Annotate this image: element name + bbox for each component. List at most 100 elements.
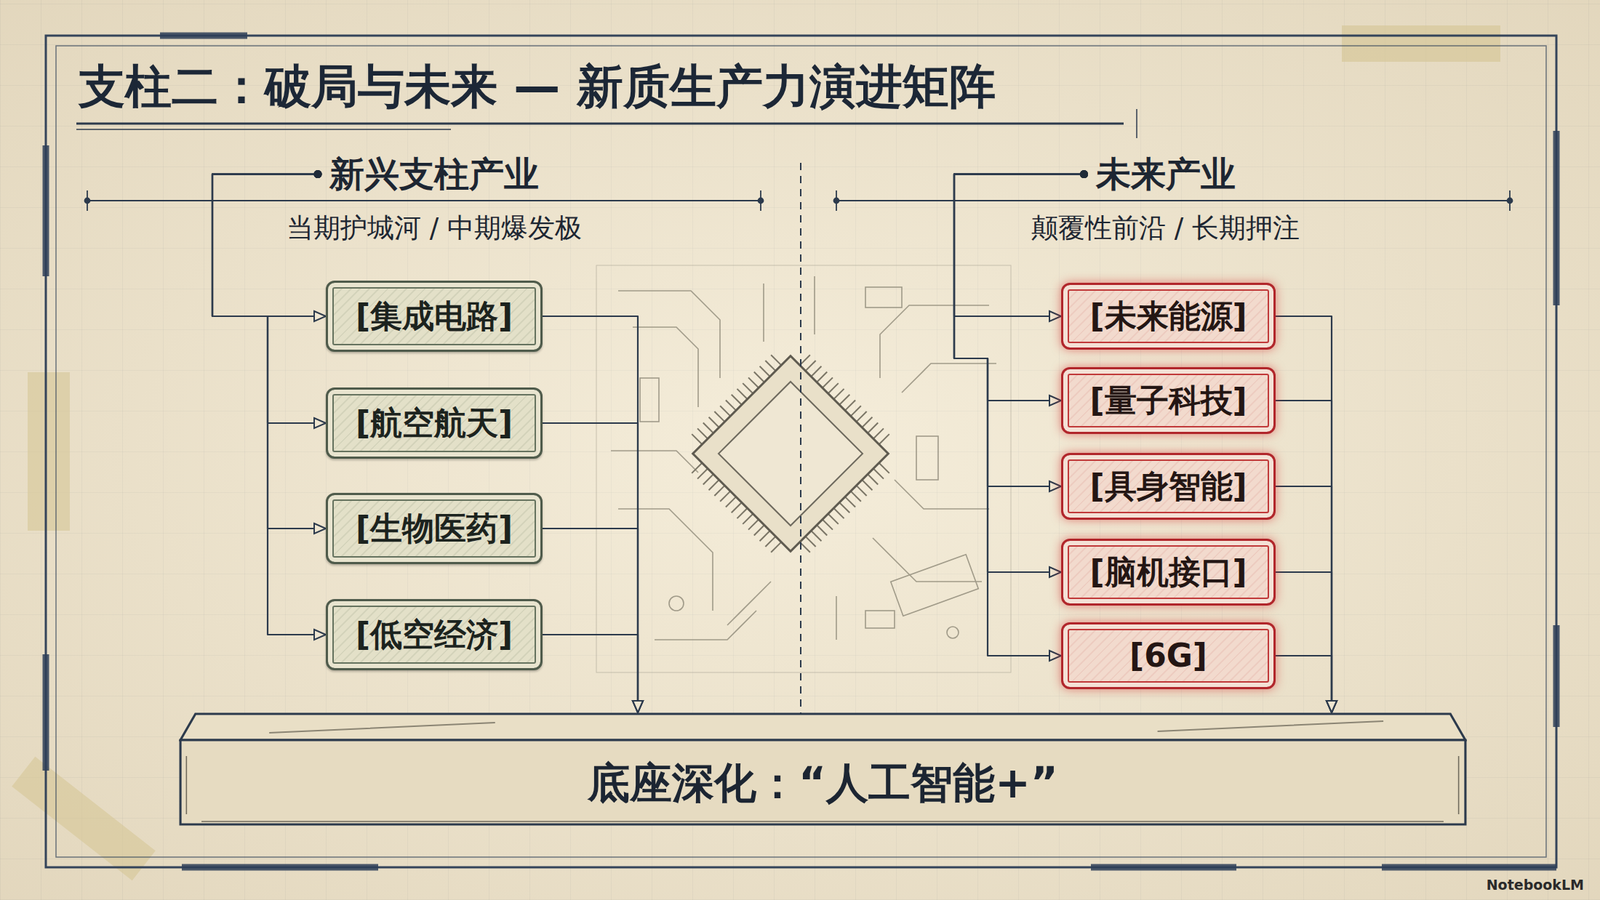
circuit-traces xyxy=(596,265,1011,673)
chip-pin xyxy=(731,394,742,406)
frame-inner xyxy=(56,45,1547,858)
chip-pin xyxy=(879,463,890,474)
connector xyxy=(1275,316,1332,713)
connector xyxy=(1275,486,1332,713)
future-box: [未来能源] xyxy=(1061,282,1276,350)
connector xyxy=(212,174,326,424)
tape xyxy=(27,372,70,531)
chip-pin xyxy=(816,525,827,536)
chip-pin xyxy=(754,525,765,536)
chip-pin xyxy=(839,502,850,513)
future-box: [6G] xyxy=(1061,622,1276,690)
connector xyxy=(542,528,638,713)
chip-pin xyxy=(691,463,702,474)
chip-pin xyxy=(714,411,725,422)
chip-pin xyxy=(828,383,839,394)
chip-pin xyxy=(754,372,765,383)
group-heading: 未来产业 xyxy=(1096,154,1236,195)
group-header: 新兴支柱产业当期护城河 / 中期爆发极 xyxy=(279,154,590,245)
chip-pin xyxy=(873,428,884,439)
chip-pin xyxy=(850,491,862,502)
connector xyxy=(542,634,638,713)
chip-pin xyxy=(703,474,714,485)
chip-pin xyxy=(850,405,862,416)
box-label: [量子科技] xyxy=(1089,383,1247,419)
box-label: [生物医药] xyxy=(355,511,513,547)
watermark: NotebookLM xyxy=(1486,877,1584,894)
chip-pin xyxy=(714,485,725,496)
chip-pin xyxy=(765,536,776,547)
chip-pin xyxy=(736,508,747,519)
base-slab: 底座深化：“人工智能+” xyxy=(178,712,1467,828)
chip-pin xyxy=(765,360,776,371)
chip-pin xyxy=(867,423,878,434)
chip-pin xyxy=(861,480,872,491)
chip-pin xyxy=(867,474,878,485)
connector xyxy=(212,174,326,317)
chip-pin xyxy=(770,542,782,553)
chip-pin xyxy=(742,514,753,525)
tape xyxy=(1341,25,1501,62)
chip-pin xyxy=(697,428,708,439)
chip-pin xyxy=(691,434,702,445)
chip-pin xyxy=(805,360,816,371)
connector xyxy=(542,316,638,713)
group-heading: 新兴支柱产业 xyxy=(329,154,539,195)
connector xyxy=(542,423,638,713)
box-label: [集成电路] xyxy=(355,298,513,334)
chip-pin xyxy=(760,366,771,377)
connector xyxy=(1275,400,1332,713)
box-label: [未来能源] xyxy=(1089,298,1247,334)
chip-pin xyxy=(703,423,714,434)
chip-pin xyxy=(810,530,822,542)
chip-pin xyxy=(822,377,833,388)
industry-box: [航空航天] xyxy=(325,387,543,459)
chip-pin xyxy=(731,502,742,513)
box-label: [6G] xyxy=(1129,638,1208,674)
connector xyxy=(1275,572,1332,713)
box-label: 底座深化：“人工智能+” xyxy=(178,740,1467,828)
chip-pin xyxy=(720,491,731,502)
chip-pin xyxy=(822,520,833,531)
group-header: 未来产业颠覆性前沿 / 长期押注 xyxy=(1024,154,1307,245)
title-underline xyxy=(76,109,1137,139)
header-rules xyxy=(85,190,1513,211)
chip-pin xyxy=(736,389,747,400)
box-label: [低空经济] xyxy=(355,617,513,653)
title: 支柱二：破局与未来 — 新质生产力演进矩阵 xyxy=(78,61,996,112)
frame-wear xyxy=(45,35,1557,868)
industry-box: [生物医药] xyxy=(325,493,543,565)
connector xyxy=(1275,656,1332,713)
chip-pin xyxy=(839,394,850,406)
group-subtitle: 当期护城河 / 中期爆发极 xyxy=(279,213,590,245)
chip-pin xyxy=(770,354,782,366)
chip-pin xyxy=(833,389,844,400)
chip-pin xyxy=(845,496,856,507)
chip-pin xyxy=(748,377,759,388)
industry-box: [集成电路] xyxy=(325,280,543,352)
chip-pin xyxy=(810,366,822,377)
chip-pin xyxy=(720,405,731,416)
chip-pin xyxy=(725,400,736,411)
chip-pin xyxy=(709,480,720,491)
chip-pin xyxy=(833,508,844,519)
chip-pin xyxy=(742,383,753,394)
group-subtitle: 颠覆性前沿 / 长期押注 xyxy=(1024,213,1307,245)
box-label: [具身智能] xyxy=(1089,469,1247,504)
future-box: [脑机接口] xyxy=(1061,538,1276,606)
chip-pin xyxy=(748,520,759,531)
frame-outer xyxy=(45,35,1557,868)
chip-pin xyxy=(856,485,867,496)
future-box: [量子科技] xyxy=(1061,367,1276,435)
tape xyxy=(11,757,155,881)
chip-pin xyxy=(805,536,816,547)
chip-pin xyxy=(725,496,736,507)
chip-pin xyxy=(709,417,720,428)
chip-pin xyxy=(697,469,708,480)
center-divider xyxy=(800,162,802,715)
chip-pin xyxy=(828,514,839,525)
chip-pin xyxy=(845,400,856,411)
chip-pin xyxy=(879,434,890,445)
chip-pin xyxy=(856,411,867,422)
